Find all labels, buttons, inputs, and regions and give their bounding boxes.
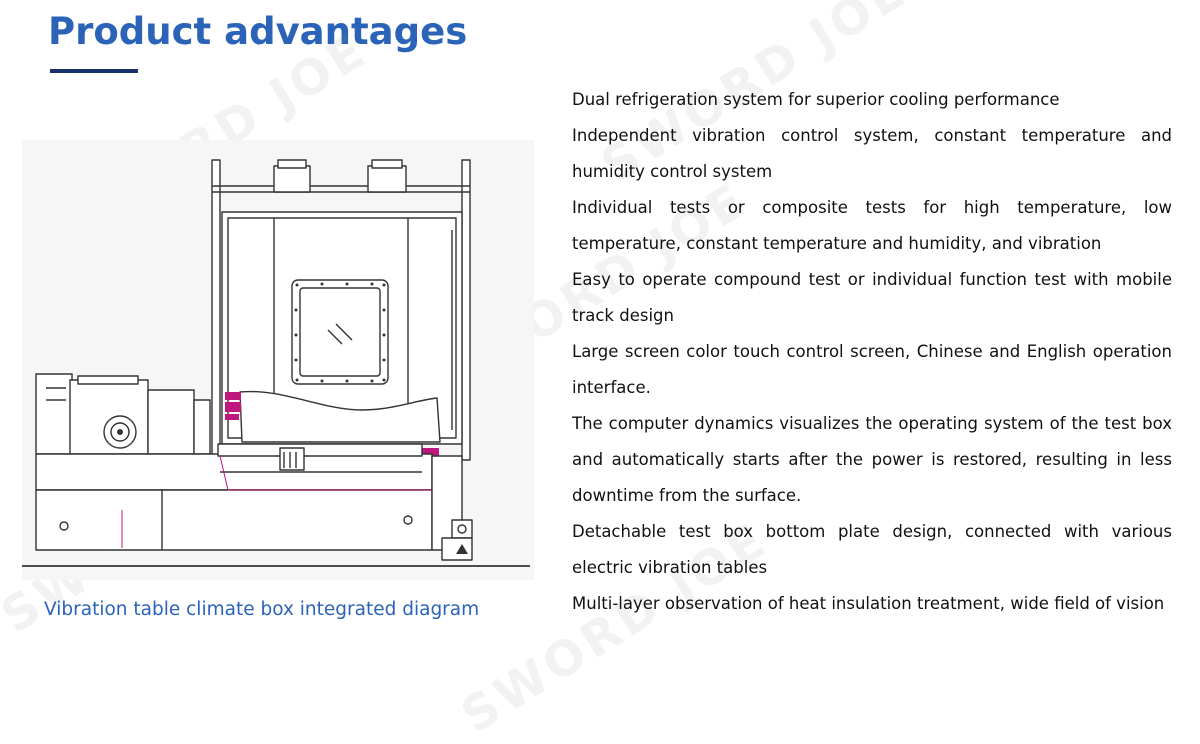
list-item: Large screen color touch control screen,…	[572, 342, 1172, 397]
vibration-climate-box-diagram	[22, 140, 534, 580]
list-item: Detachable test box bottom plate design,…	[572, 522, 1172, 577]
seal-blocks	[225, 392, 439, 456]
list-item: The computer dynamics visualizes the ope…	[572, 414, 1172, 505]
vibration-table-base	[35, 443, 433, 551]
right-support	[431, 455, 473, 561]
page-title: Product advantages	[48, 10, 468, 53]
list-item: Dual refrigeration system for superior c…	[572, 90, 1060, 109]
climate-chamber	[221, 211, 463, 445]
advantages-list: Dual refrigeration system for superior c…	[572, 82, 1172, 622]
list-item: Independent vibration control system, co…	[572, 126, 1172, 181]
diagram-caption: Vibration table climate box integrated d…	[44, 599, 480, 620]
list-item: Easy to operate compound test or individ…	[572, 270, 1172, 325]
list-item: Multi-layer observation of heat insulati…	[572, 594, 1165, 613]
top-ports	[273, 159, 407, 193]
title-underline	[50, 69, 138, 73]
list-item: Individual tests or composite tests for …	[572, 198, 1172, 253]
